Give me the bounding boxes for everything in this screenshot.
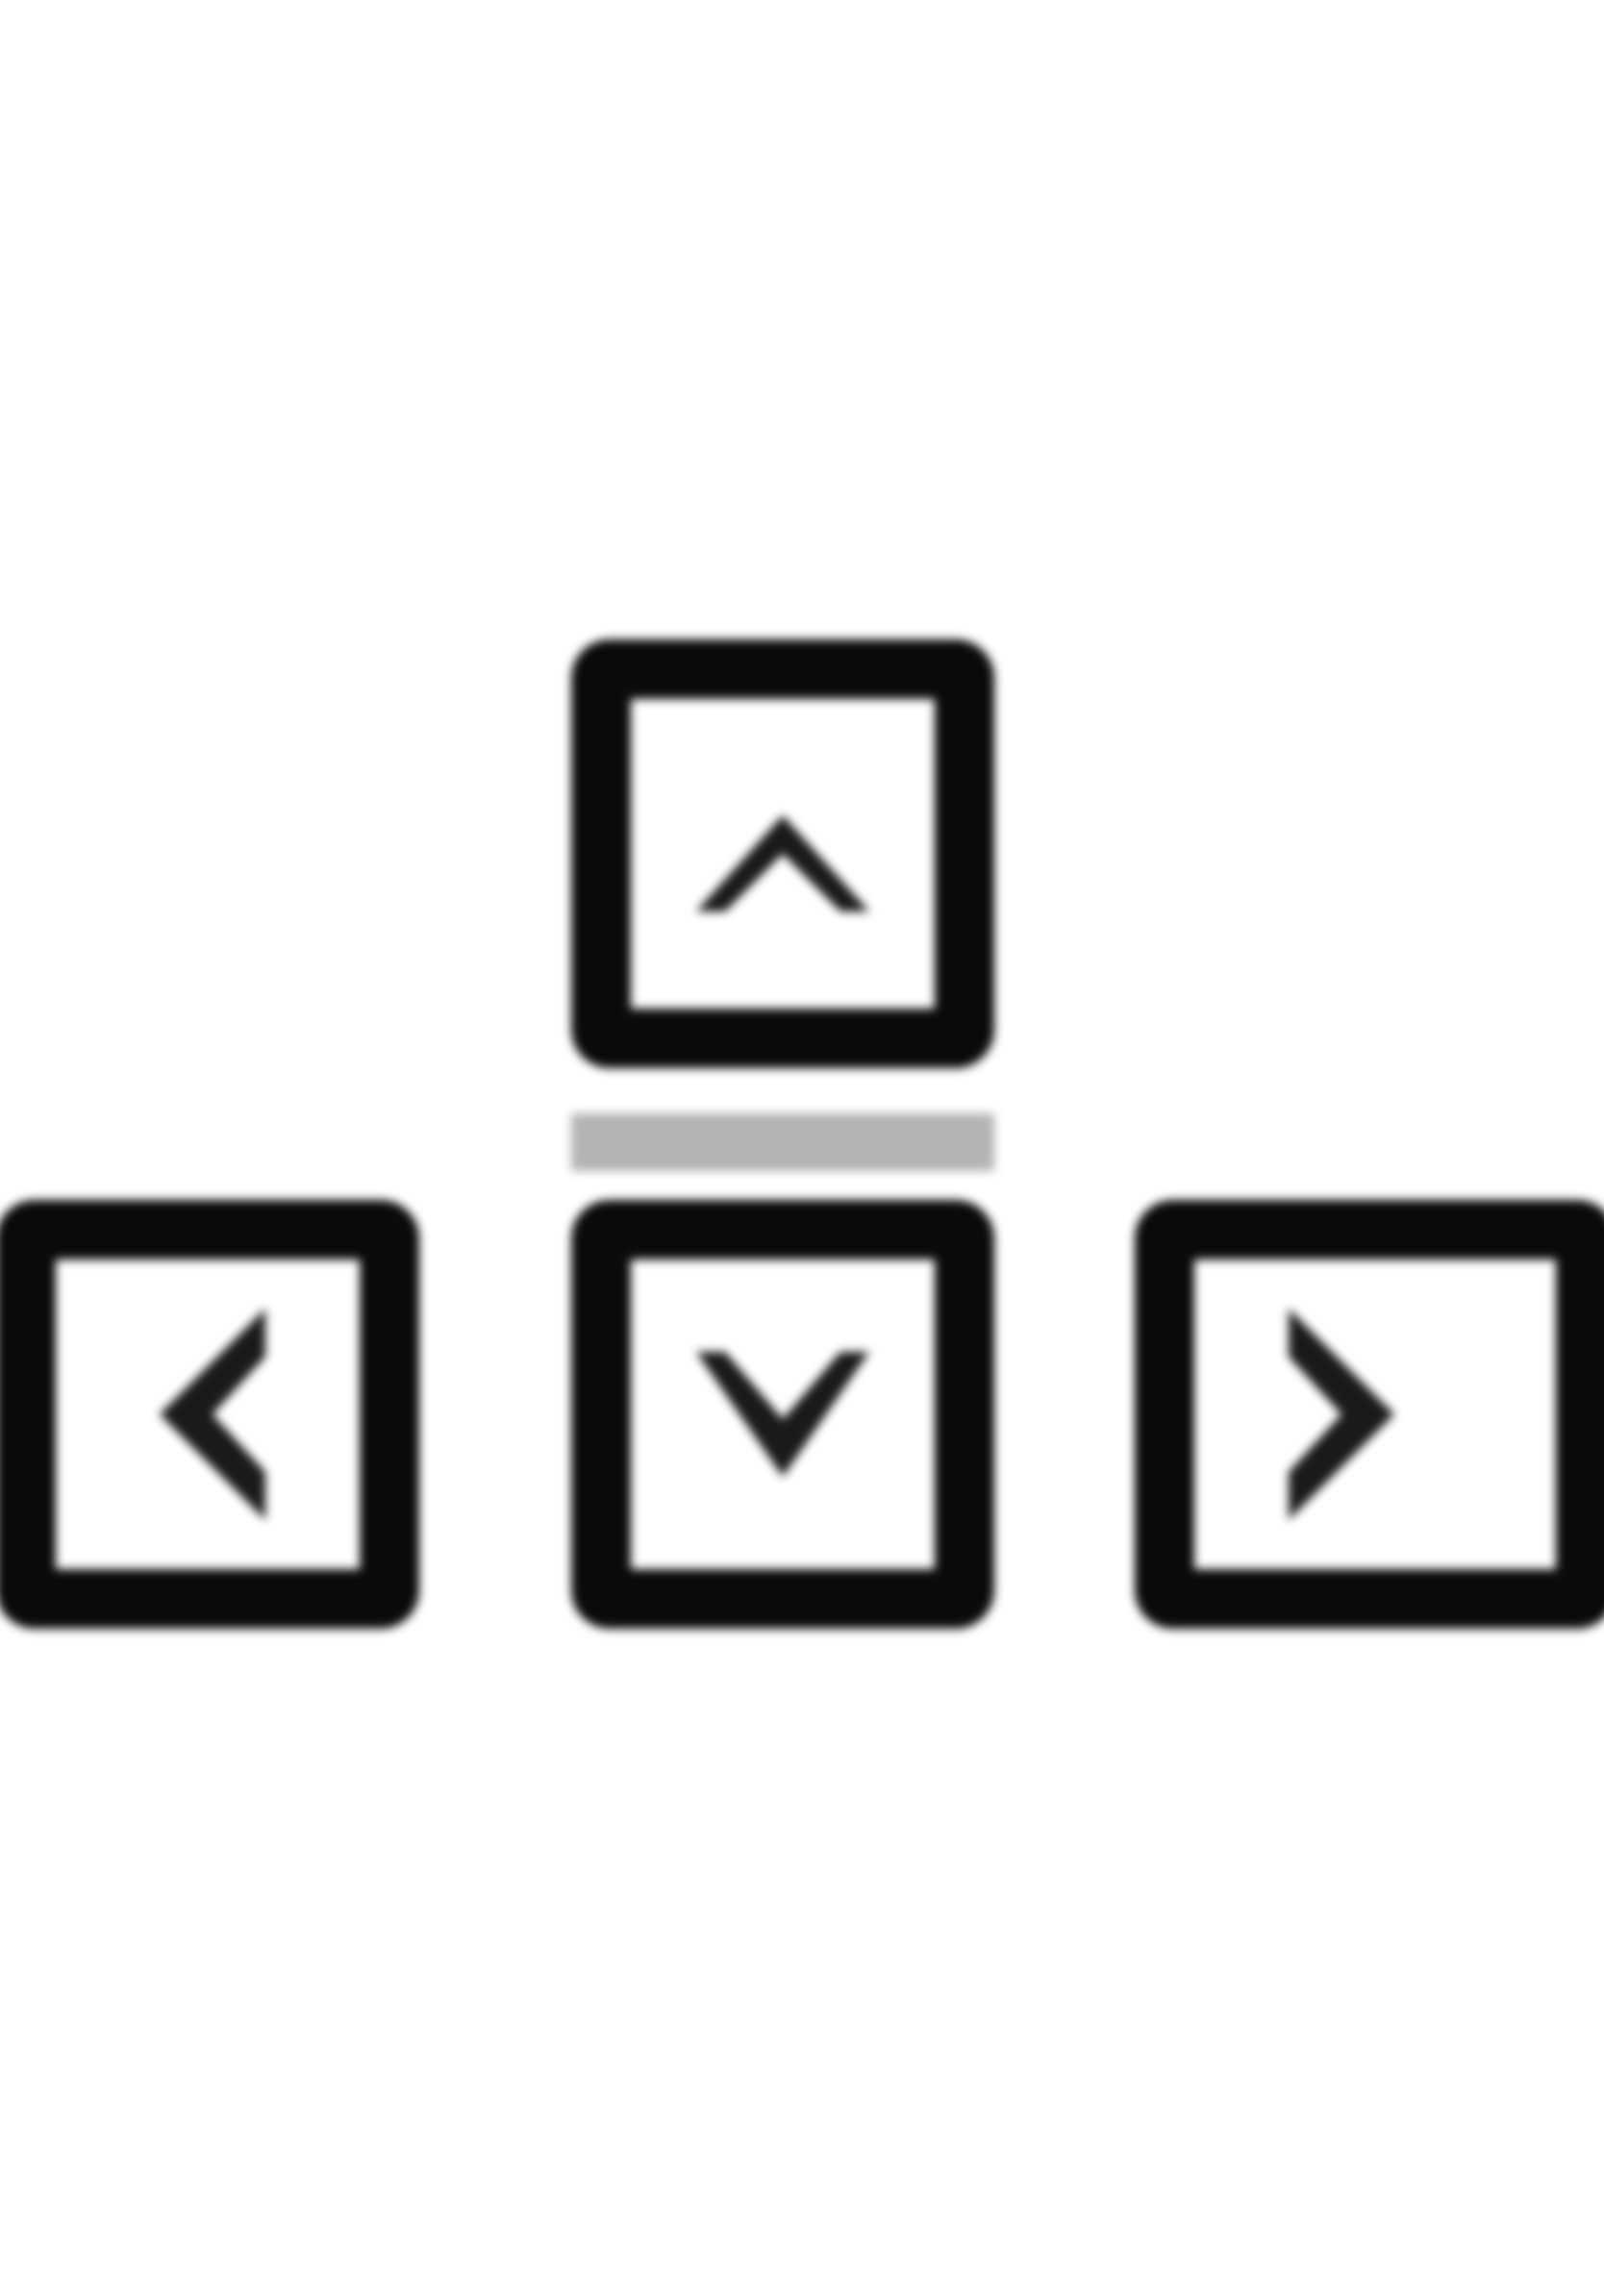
chevron-up-icon — [696, 815, 869, 911]
down-arrow-key[interactable] — [571, 1200, 994, 1629]
left-arrow-key[interactable] — [0, 1200, 419, 1629]
chevron-right-icon — [1289, 1309, 1394, 1520]
chevron-left-icon — [160, 1309, 265, 1520]
up-arrow-key[interactable] — [571, 639, 994, 1068]
right-arrow-key[interactable] — [1135, 1200, 1604, 1629]
key-divider — [571, 1113, 994, 1171]
chevron-down-icon — [696, 1352, 869, 1477]
